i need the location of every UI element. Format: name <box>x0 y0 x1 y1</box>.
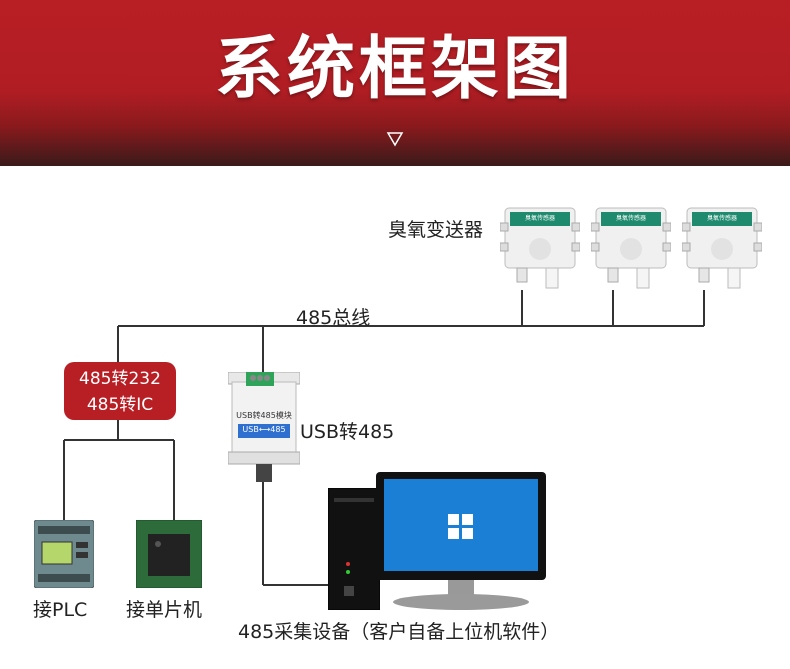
ozone-sensor-1 <box>500 207 580 289</box>
chevron-down-icon <box>386 132 404 147</box>
ozone-sensor-3 <box>682 207 762 289</box>
sensor-3-card-label: 臭氧传感器 <box>706 215 737 222</box>
sensors-label: 臭氧变送器 <box>388 219 484 241</box>
converter-box: 485转232 485转IC <box>64 362 176 420</box>
pc-tower <box>328 488 380 610</box>
sensor-1-card-label: 臭氧传感器 <box>524 215 555 222</box>
header-banner: 系统框架图 <box>0 0 790 166</box>
pc-label: 485采集设备（客户自备上位机软件） <box>238 621 560 643</box>
usb-module-face-text: USB⟷485 <box>242 425 286 434</box>
windows-logo-icon <box>448 514 473 539</box>
ozone-sensor-2 <box>591 207 671 289</box>
page-title: 系统框架图 <box>214 30 575 109</box>
usb-module-label: USB转485 <box>300 421 395 443</box>
mcu-label: 接单片机 <box>126 599 203 621</box>
converter-line-2: 485转IC <box>86 395 154 415</box>
plc-device <box>34 520 94 588</box>
usb-485-module <box>228 372 300 482</box>
sensor-2-card-label: 臭氧传感器 <box>615 215 646 222</box>
plc-label: 接PLC <box>33 599 88 621</box>
usb-module-face-title: USB转485模块 <box>236 411 292 420</box>
pc-monitor <box>376 472 546 610</box>
converter-line-1: 485转232 <box>79 369 161 389</box>
bus-label: 485总线 <box>296 307 371 329</box>
mcu-board <box>136 520 202 588</box>
